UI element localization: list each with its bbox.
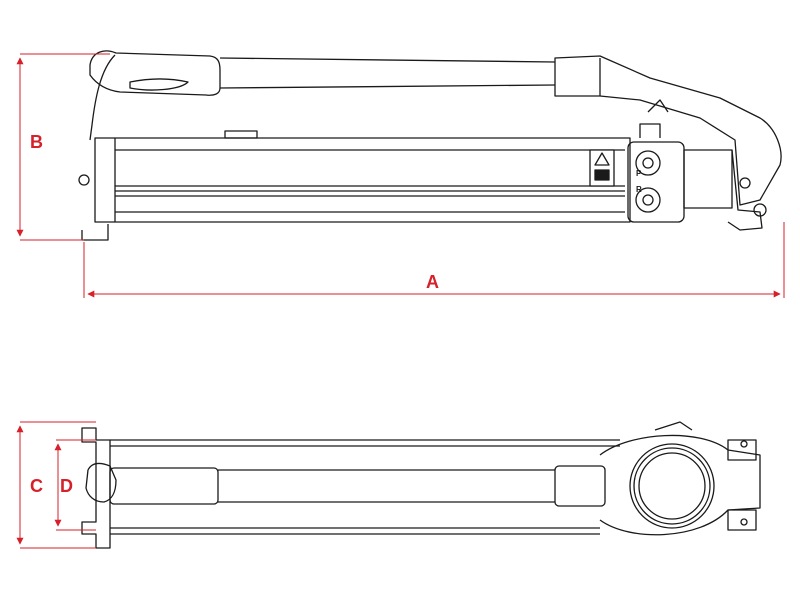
side-view — [78, 50, 782, 241]
valve-block — [627, 123, 767, 231]
warning-label — [589, 149, 615, 187]
dim-label-b: B — [30, 132, 43, 152]
pump-handle — [89, 50, 782, 206]
dim-label-a: A — [426, 272, 439, 292]
reservoir-body — [78, 130, 631, 241]
handle-hook — [89, 54, 116, 141]
release-knob — [85, 462, 117, 503]
port-label-p: P — [636, 169, 642, 178]
top-body — [109, 421, 761, 536]
dimension-lines — [16, 53, 785, 549]
dim-label-d: D — [60, 476, 73, 496]
top-view — [81, 421, 761, 549]
dim-label-c: C — [30, 476, 43, 496]
port-label-r: R — [636, 185, 642, 194]
